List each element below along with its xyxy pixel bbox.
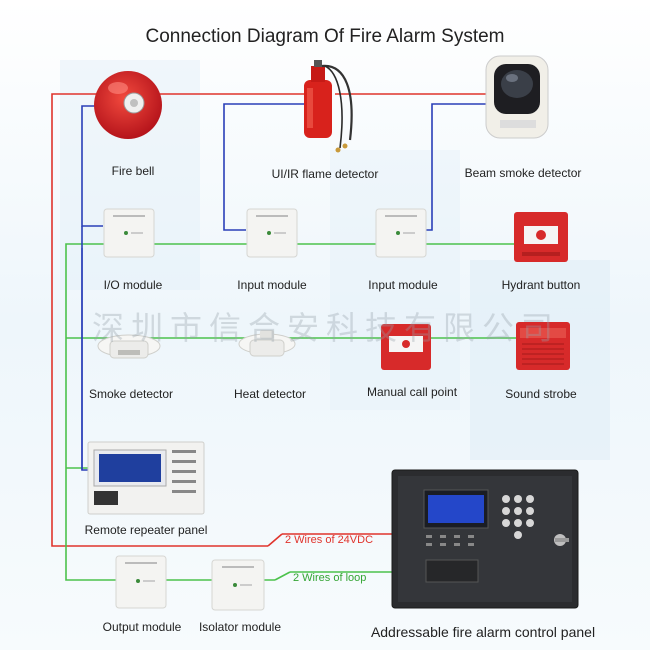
output-module-label: Output module xyxy=(102,620,182,634)
io-module-label: I/O module xyxy=(103,278,163,292)
smoke-detector-icon xyxy=(97,334,161,359)
diagram-title: Connection Diagram Of Fire Alarm System xyxy=(145,26,505,47)
control-panel-label: Addressable fire alarm control panel xyxy=(370,624,596,640)
hydrant-button-label: Hydrant button xyxy=(501,278,581,292)
beam-smoke-detector-icon xyxy=(485,55,549,139)
flame-detector-icon xyxy=(304,60,353,153)
flame-detector-label: UI/IR flame detector xyxy=(271,167,379,181)
heat-detector-icon xyxy=(238,330,296,357)
isolator-module-icon xyxy=(211,559,265,611)
input-module-2-icon xyxy=(375,208,427,258)
smoke-detector-label: Smoke detector xyxy=(88,387,174,401)
remote-repeater-panel-icon xyxy=(87,441,205,515)
input-module-1-icon xyxy=(246,208,298,258)
manual-call-point-label: Manual call point xyxy=(366,385,458,399)
isolator-module-label: Isolator module xyxy=(198,620,282,634)
remote-repeater-panel-label: Remote repeater panel xyxy=(84,523,208,537)
heat-detector-label: Heat detector xyxy=(233,387,307,401)
input-module-1-label: Input module xyxy=(237,278,307,292)
sound-strobe-label: Sound strobe xyxy=(505,387,577,401)
manual-call-point-icon xyxy=(381,324,431,370)
output-module-icon xyxy=(115,555,167,609)
input-module-2-label: Input module xyxy=(368,278,438,292)
io-module-icon xyxy=(103,208,155,258)
fire-bell-label: Fire bell xyxy=(111,164,155,178)
fire-bell-icon xyxy=(94,71,162,139)
hydrant-button-icon xyxy=(514,212,568,262)
beam-smoke-detector-label: Beam smoke detector xyxy=(464,166,582,180)
watermark-text: 深圳市信合安科技有限公司 xyxy=(92,309,561,347)
power-wire xyxy=(51,93,500,547)
power-wire-label: 2 Wires of 24VDC xyxy=(285,534,374,546)
sound-strobe-icon xyxy=(516,322,570,370)
control-panel-icon xyxy=(391,469,579,609)
loop-wire-label: 2 Wires of loop xyxy=(293,572,367,584)
